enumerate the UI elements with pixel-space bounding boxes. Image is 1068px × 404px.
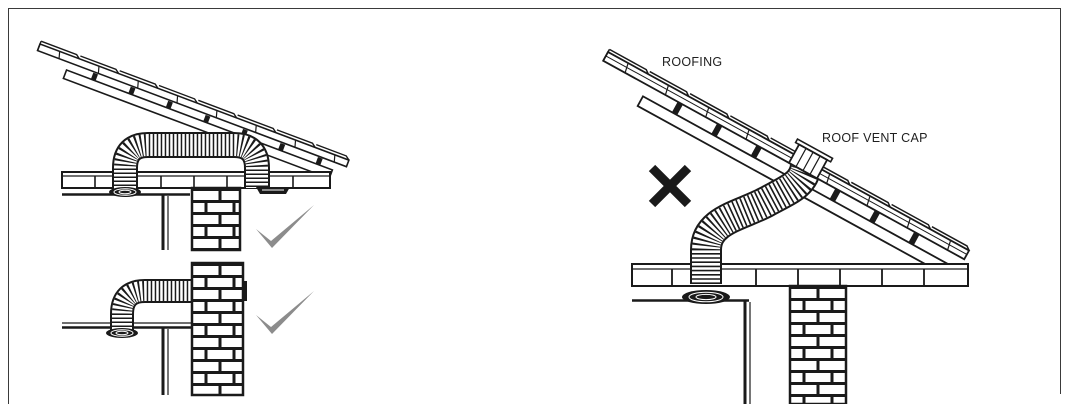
battens	[671, 101, 920, 246]
rafter	[62, 68, 334, 180]
battens	[90, 72, 323, 166]
figure-frame	[8, 8, 1061, 404]
ceiling-joist-left-top	[61, 171, 331, 189]
panel-wall-install	[62, 261, 314, 397]
check-icon	[256, 205, 314, 248]
ceiling-joist-right	[631, 263, 969, 287]
wall-vent-grille	[243, 281, 247, 301]
soffit-vent	[256, 187, 290, 194]
roofing-right	[601, 48, 971, 261]
flexible-duct	[110, 279, 200, 331]
check-icon	[256, 291, 314, 334]
flexible-duct	[112, 132, 270, 190]
roof-vent-cap	[787, 137, 834, 180]
ceiling-vent	[109, 187, 141, 197]
roofing-shingles	[36, 40, 350, 168]
ceiling-vent	[106, 328, 138, 338]
cross-icon	[648, 164, 692, 208]
roofing-label: ROOFING	[662, 55, 722, 69]
interior-ceiling-and-wall	[62, 193, 190, 250]
roof-vent-cap-label: ROOF VENT CAP	[822, 131, 928, 145]
flexible-duct	[690, 162, 822, 284]
panel-soffit-install	[36, 40, 350, 252]
ceiling-vent	[682, 290, 730, 304]
brick-wall	[788, 284, 848, 404]
panel-roof-install: ROOFING ROOF VENT CAP	[601, 48, 971, 404]
brick-wall	[190, 261, 245, 397]
roof-left-top	[36, 40, 350, 180]
brick-wall	[190, 186, 242, 252]
interior-ceiling-and-wall	[632, 299, 751, 404]
